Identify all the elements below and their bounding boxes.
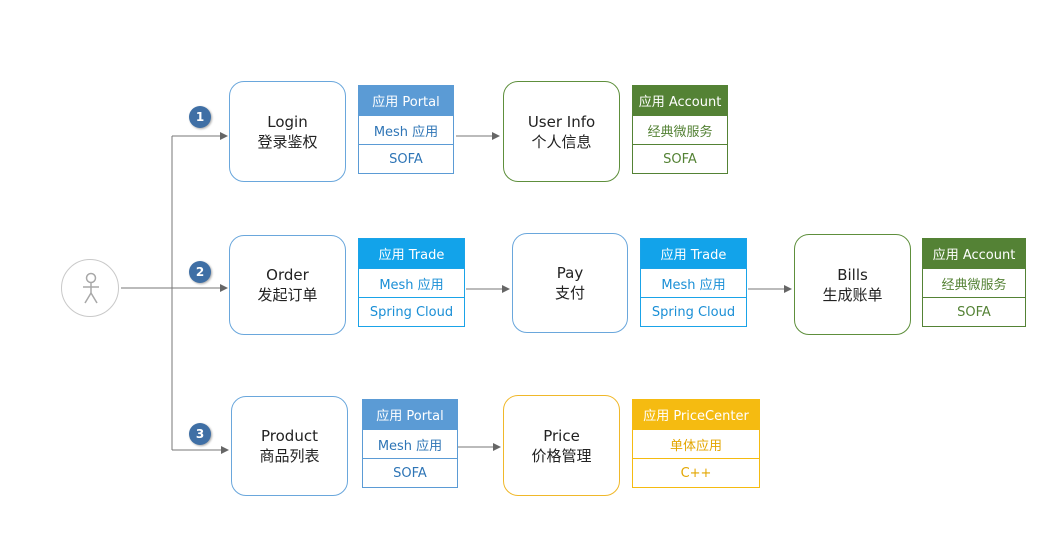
stack-row: Mesh 应用 [359,115,453,144]
step-product: Product 商品列表 [231,396,348,496]
step-badge-1: 1 [189,106,211,128]
stack-row: SOFA [363,458,457,487]
stack-row: Mesh 应用 [359,268,464,297]
stack-header: 应用 Trade [641,239,746,268]
stack-header: 应用 PriceCenter [633,400,759,429]
step-price: Price 价格管理 [503,395,620,496]
stack-row: SOFA [923,297,1025,326]
stack-row: 单体应用 [633,429,759,458]
stack-portal: 应用 Portal Mesh 应用 SOFA [358,85,454,174]
step-label-en: Pay [556,264,584,282]
step-label-zh: 个人信息 [531,132,592,151]
stack-pricecenter: 应用 PriceCenter 单体应用 C++ [632,399,760,488]
stack-row: SOFA [633,144,727,173]
stack-trade: 应用 Trade Mesh 应用 Spring Cloud [640,238,747,327]
step-label-zh: 商品列表 [259,447,320,465]
stack-header: 应用 Portal [359,86,453,115]
step-bills: Bills 生成账单 [794,234,911,335]
step-label-en: Bills [837,265,868,284]
step-label-en: Price [543,426,580,445]
stack-row: SOFA [359,144,453,173]
stack-row: 经典微服务 [923,268,1025,297]
step-label-en: User Info [527,112,596,131]
stack-row: 经典微服务 [633,115,727,144]
step-label-en: Login [267,112,308,131]
stack-header: 应用 Portal [363,400,457,429]
step-label-zh: 生成账单 [822,285,883,304]
step-order: Order 发起订单 [229,235,346,335]
user-icon [83,272,99,304]
stack-row: C++ [633,458,759,487]
step-label-en: Order [266,266,309,284]
stack-row: Mesh 应用 [641,268,746,297]
stack-header: 应用 Trade [359,239,464,268]
stack-portal: 应用 Portal Mesh 应用 SOFA [362,399,458,488]
stack-row: Spring Cloud [641,297,746,326]
step-badge-2: 2 [189,261,211,283]
stack-row: Mesh 应用 [363,429,457,458]
step-user-info: User Info 个人信息 [503,81,620,182]
stack-trade: 应用 Trade Mesh 应用 Spring Cloud [358,238,465,327]
step-badge-3: 3 [189,423,211,445]
stack-header: 应用 Account [633,86,727,115]
stack-row: Spring Cloud [359,297,464,326]
step-label-zh: 登录鉴权 [257,132,318,151]
stack-account: 应用 Account 经典微服务 SOFA [922,238,1026,327]
step-label-zh: 支付 [554,284,585,302]
step-label-zh: 价格管理 [531,446,592,465]
step-label-en: Product [261,427,318,445]
step-login: Login 登录鉴权 [229,81,346,182]
step-pay: Pay 支付 [512,233,628,333]
step-label-zh: 发起订单 [257,286,318,304]
stack-header: 应用 Account [923,239,1025,268]
actor [61,259,119,317]
stack-account: 应用 Account 经典微服务 SOFA [632,85,728,174]
